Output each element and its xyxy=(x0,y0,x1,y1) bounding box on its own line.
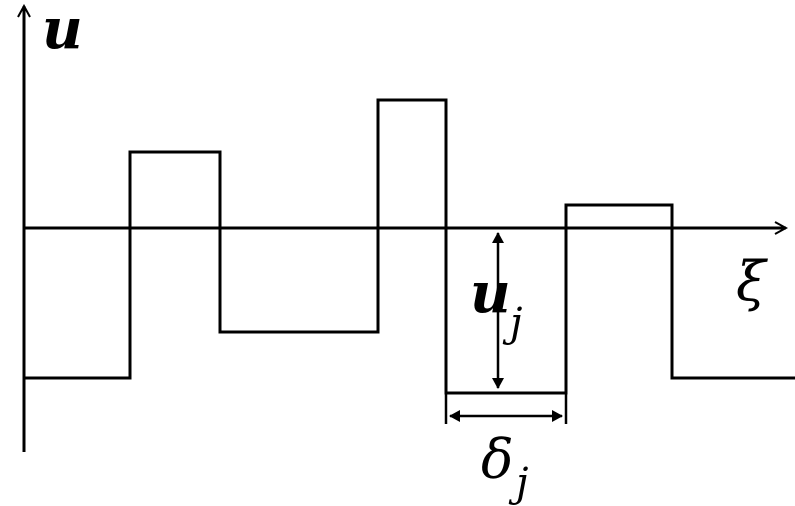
width-label: δ xyxy=(481,428,514,491)
height-label: u xyxy=(470,260,511,326)
u-axis-label: u xyxy=(42,0,83,62)
xi-axis-label: ξ xyxy=(736,250,768,313)
step-function-curve xyxy=(24,98,795,395)
